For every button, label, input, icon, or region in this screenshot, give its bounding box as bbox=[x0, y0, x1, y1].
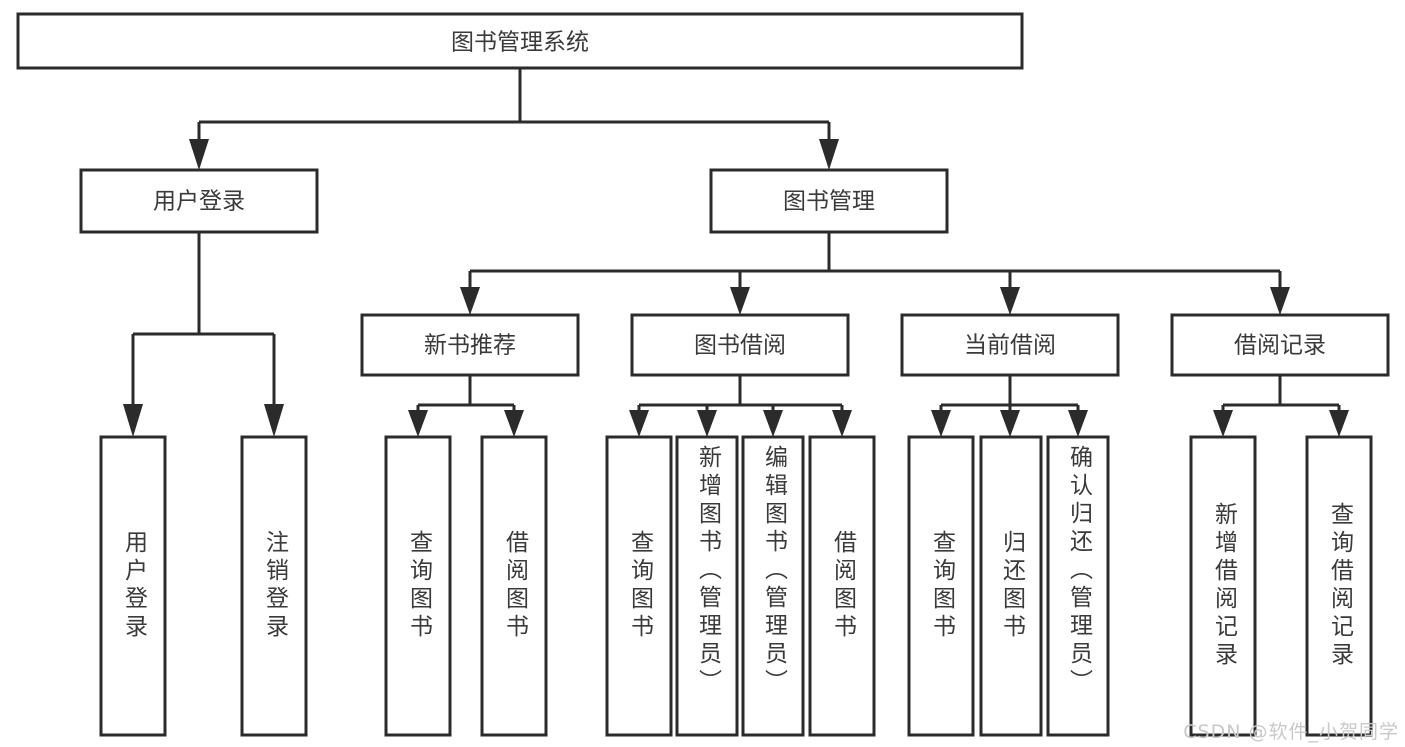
arrow-head-book-manage bbox=[819, 139, 839, 170]
connector-layer bbox=[123, 68, 1349, 437]
arrow-head-leaf-edit-book bbox=[763, 410, 783, 437]
arrow-head-current-borrow bbox=[1000, 287, 1020, 315]
arrow-head-leaf-borrow-book-2 bbox=[832, 410, 852, 437]
arrow-head-book-borrow bbox=[730, 287, 750, 315]
node-new-book-recommend-label: 新书推荐 bbox=[424, 333, 516, 359]
leaf-add-record-box[interactable] bbox=[1189, 435, 1257, 737]
leaf-edit-book-box[interactable] bbox=[741, 435, 805, 737]
arrow-head-leaf-confirm-return bbox=[1068, 410, 1088, 437]
arrow-head-leaf-query-record bbox=[1329, 410, 1349, 437]
node-root-label: 图书管理系统 bbox=[451, 30, 589, 56]
arrow-head-leaf-add-book bbox=[697, 410, 717, 437]
arrow-head-leaf-add-record bbox=[1213, 410, 1233, 437]
node-user-login-label: 用户登录 bbox=[153, 189, 245, 215]
node-borrow-record-label: 借阅记录 bbox=[1234, 333, 1326, 359]
node-layer: 图书管理系统 用户登录 图书管理 新书推荐 图书借阅 当前借阅 借阅记录 bbox=[16, 12, 1390, 737]
leaf-logout-login-box[interactable] bbox=[240, 435, 308, 737]
node-current-borrow-box[interactable] bbox=[900, 313, 1120, 377]
arrow-head-leaf-user-login bbox=[123, 404, 143, 437]
node-book-manage-label: 图书管理 bbox=[783, 189, 875, 215]
node-borrow-record-box[interactable] bbox=[1170, 313, 1390, 377]
node-user-login-box[interactable] bbox=[79, 168, 319, 234]
leaf-add-book-box[interactable] bbox=[675, 435, 739, 737]
node-root-box[interactable] bbox=[16, 12, 1024, 70]
node-book-borrow-box[interactable] bbox=[630, 313, 850, 377]
node-current-borrow-label: 当前借阅 bbox=[964, 333, 1056, 359]
arrow-head-leaf-query-book-3 bbox=[931, 410, 951, 437]
leaf-confirm-return-box[interactable] bbox=[1046, 435, 1110, 737]
leaf-user-login-box[interactable] bbox=[99, 435, 167, 737]
arrow-head-leaf-query-book-1 bbox=[408, 410, 428, 437]
arrow-head-leaf-return-book bbox=[1000, 410, 1020, 437]
leaf-query-book-3-box[interactable] bbox=[907, 435, 975, 737]
arrow-head-leaf-logout-login bbox=[264, 404, 284, 437]
node-new-book-recommend-box[interactable] bbox=[360, 313, 580, 377]
node-book-borrow-label: 图书借阅 bbox=[694, 333, 786, 359]
leaf-borrow-book-1-box[interactable] bbox=[480, 435, 548, 737]
node-book-manage-box[interactable] bbox=[709, 168, 949, 234]
arrow-head-new-book-recommend bbox=[460, 287, 480, 315]
leaf-return-book-box[interactable] bbox=[979, 435, 1043, 737]
arrow-head-user-login bbox=[189, 139, 209, 170]
leaf-borrow-book-2-box[interactable] bbox=[808, 435, 876, 737]
leaf-query-book-1-box[interactable] bbox=[384, 435, 452, 737]
arrow-head-borrow-record bbox=[1270, 287, 1290, 315]
leaf-query-book-2-box[interactable] bbox=[605, 435, 673, 737]
leaf-query-record-box[interactable] bbox=[1305, 435, 1373, 737]
arrow-head-leaf-borrow-book-1 bbox=[504, 410, 524, 437]
arrow-head-leaf-query-book-2 bbox=[629, 410, 649, 437]
